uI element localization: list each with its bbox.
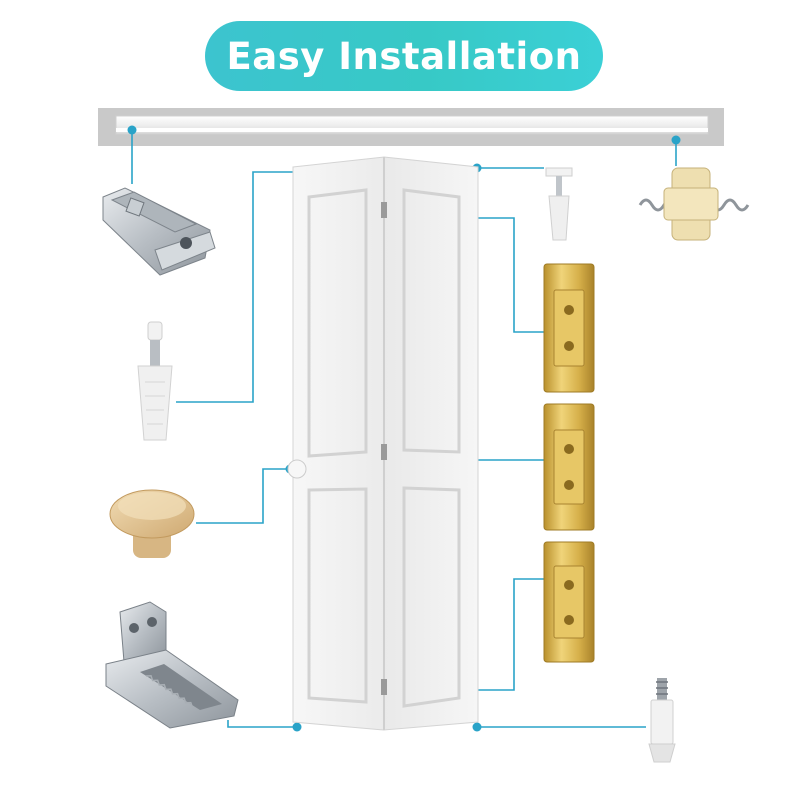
- title-text: Easy Installation: [226, 34, 582, 78]
- spring-roller-guide: [638, 167, 750, 241]
- wood-knob: [109, 489, 195, 558]
- bottom-pivot-pin: [648, 678, 676, 763]
- bifold-door: [287, 156, 479, 731]
- top-pivot-pin: [545, 167, 573, 241]
- track-bracket: [102, 187, 216, 276]
- title-banner: Easy Installation: [205, 21, 603, 91]
- hinge: [543, 403, 595, 531]
- hinge: [543, 541, 595, 663]
- pivot-pin-socket: [137, 321, 173, 441]
- hinge: [543, 263, 595, 393]
- top-track-rail: [98, 108, 724, 146]
- floor-bracket: [105, 601, 239, 729]
